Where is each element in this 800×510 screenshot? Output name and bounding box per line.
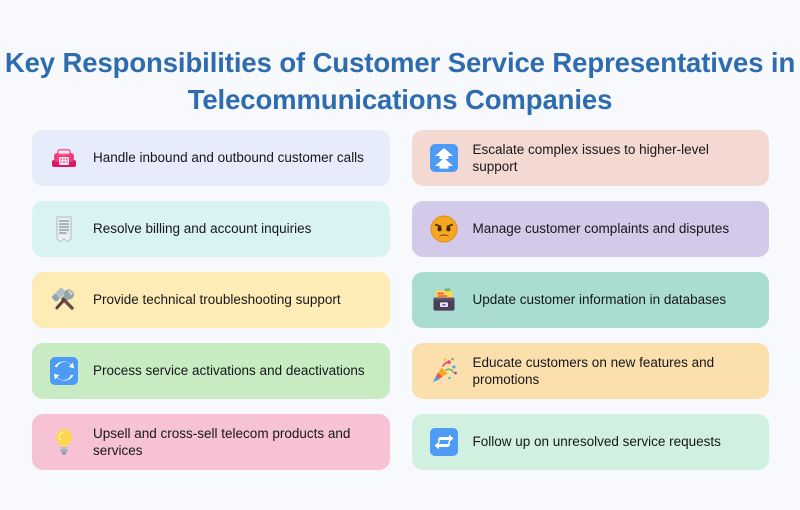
- card-upsell-products[interactable]: Upsell and cross-sell telecom products a…: [32, 414, 390, 470]
- refresh-arrows-icon: [43, 350, 85, 392]
- card-educate-customers[interactable]: Educate customers on new features and pr…: [411, 343, 769, 399]
- card-service-activations[interactable]: Process service activations and deactiva…: [32, 343, 390, 399]
- card-label: Provide technical troubleshooting suppor…: [93, 292, 341, 308]
- card-handle-calls[interactable]: Handle inbound and outbound customer cal…: [32, 130, 390, 186]
- card-label: Handle inbound and outbound customer cal…: [93, 150, 364, 166]
- card-label: Process service activations and deactiva…: [93, 363, 365, 379]
- double-up-arrow-icon: [423, 137, 465, 179]
- card-label: Resolve billing and account inquiries: [93, 221, 312, 237]
- card-label: Educate customers on new features and pr…: [472, 354, 715, 388]
- light-bulb-icon: [43, 421, 85, 463]
- card-file-box-icon: [423, 279, 465, 321]
- party-popper-icon: [423, 350, 465, 392]
- card-technical-support[interactable]: Provide technical troubleshooting suppor…: [32, 272, 390, 328]
- telephone-icon: [43, 137, 85, 179]
- repeat-arrows-icon: [423, 421, 465, 463]
- left-column: Handle inbound and outbound customer cal…: [32, 130, 390, 470]
- card-escalate-issues[interactable]: Escalate complex issues to higher-level …: [411, 130, 769, 186]
- right-column: Escalate complex issues to higher-level …: [411, 130, 769, 470]
- hammer-and-wrench-icon: [43, 279, 85, 321]
- angry-face-icon: [423, 208, 465, 250]
- page-title: Key Responsibilities of Customer Service…: [4, 47, 796, 115]
- card-label: Upsell and cross-sell telecom products a…: [93, 425, 351, 459]
- card-follow-up-requests[interactable]: Follow up on unresolved service requests: [411, 414, 769, 470]
- card-billing-inquiries[interactable]: Resolve billing and account inquiries: [32, 201, 390, 257]
- card-update-databases[interactable]: Update customer information in databases: [411, 272, 769, 328]
- cards-grid: Handle inbound and outbound customer cal…: [32, 130, 769, 470]
- card-label: Follow up on unresolved service requests: [472, 434, 721, 450]
- card-manage-complaints[interactable]: Manage customer complaints and disputes: [411, 201, 769, 257]
- receipt-icon: [43, 208, 85, 250]
- card-label: Update customer information in databases: [472, 292, 727, 308]
- card-label: Escalate complex issues to higher-level …: [472, 141, 709, 175]
- card-label: Manage customer complaints and disputes: [472, 221, 730, 237]
